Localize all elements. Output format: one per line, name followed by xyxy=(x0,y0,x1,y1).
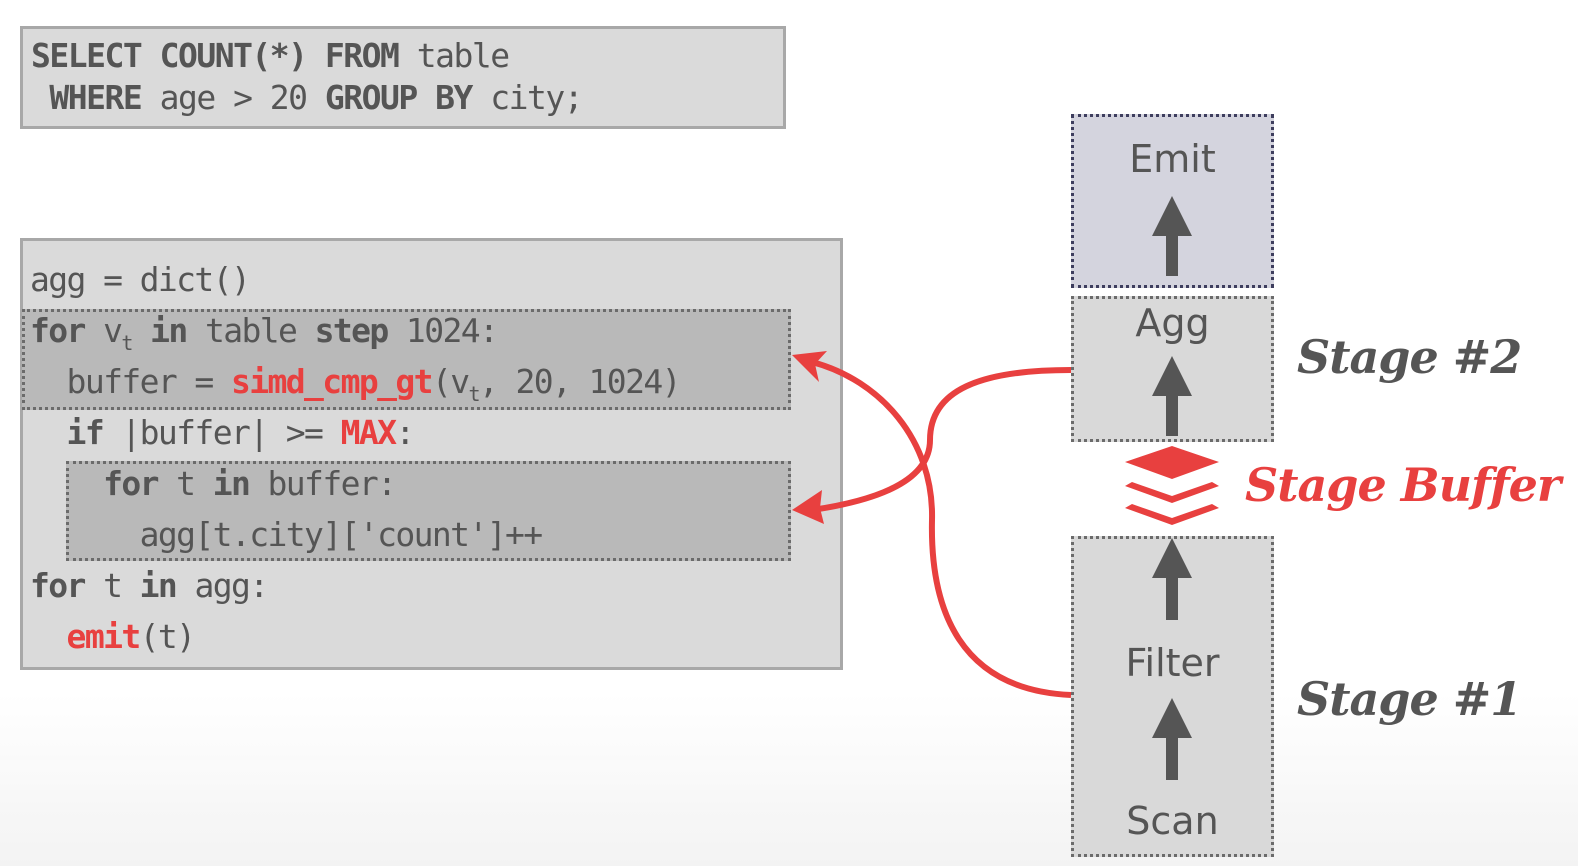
kw: in xyxy=(139,566,178,605)
op-label: Scan xyxy=(1126,799,1219,843)
kw: GROUP BY xyxy=(324,78,473,117)
arrowhead-icon xyxy=(792,351,827,382)
t: agg: xyxy=(176,566,269,605)
sql-query: SELECT COUNT(*) FROM table WHERE age > 2… xyxy=(20,26,786,129)
t: t xyxy=(84,566,140,605)
t: (v xyxy=(431,362,470,401)
up-arrow-icon xyxy=(1152,356,1192,436)
sub: t xyxy=(468,382,480,406)
stage-buffer-icon xyxy=(1125,446,1219,525)
arrowhead-icon xyxy=(792,490,824,524)
t: buffer: xyxy=(249,464,397,503)
code-line: if |buffer| >= MAX: xyxy=(30,413,416,453)
up-arrow-icon xyxy=(1152,538,1192,620)
op-label: Agg xyxy=(1135,301,1210,345)
up-arrow-icon xyxy=(1152,698,1192,780)
t: buffer = xyxy=(66,362,231,401)
sql-text: age > 20 xyxy=(159,78,308,117)
kw: in xyxy=(212,464,251,503)
agg-to-buffer-loop-curve xyxy=(811,367,1072,513)
code-line: buffer = simd_cmp_gt(vt, 20, 1024) xyxy=(30,362,682,414)
kw: step xyxy=(314,311,390,350)
t: agg[t.city]['count']++ xyxy=(139,515,543,554)
kw: COUNT(*) xyxy=(159,36,308,75)
kw: in xyxy=(150,311,188,350)
code-line: agg = dict() xyxy=(30,260,251,299)
filter-to-vector-loop-curve xyxy=(811,359,1072,698)
code-line: for vt in table step 1024: xyxy=(30,311,499,363)
code-line: for t in agg: xyxy=(30,566,269,606)
sql-text: table xyxy=(416,36,510,75)
up-arrow-icons xyxy=(1152,196,1192,780)
fn: emit xyxy=(66,617,142,656)
vector-loop-highlight xyxy=(22,309,791,410)
code-line: agg[t.city]['count']++ xyxy=(30,515,543,555)
kw: if xyxy=(66,413,105,452)
sub: t xyxy=(121,331,133,355)
kw: for xyxy=(30,566,86,605)
t: |buffer| >= xyxy=(103,413,341,452)
const: MAX xyxy=(340,413,397,452)
kw: for xyxy=(103,464,159,503)
buffer-loop-highlight xyxy=(66,461,791,561)
var: table xyxy=(204,311,298,350)
t: t xyxy=(157,464,213,503)
num: 1024: xyxy=(405,311,499,350)
up-arrow-icon xyxy=(1152,196,1192,276)
code-line: emit(t) xyxy=(30,617,196,657)
stage-2-label: Stage #2 xyxy=(1297,330,1522,384)
sql-text: city; xyxy=(490,78,583,117)
op-label: Filter xyxy=(1125,641,1220,685)
kw: FROM xyxy=(324,36,400,75)
stage-buffer-label: Stage Buffer xyxy=(1245,458,1561,512)
t: (t) xyxy=(139,617,196,656)
kw: WHERE xyxy=(49,78,142,117)
kw: SELECT xyxy=(31,36,143,75)
t: : xyxy=(395,413,415,452)
t: , 20, 1024) xyxy=(478,362,682,401)
op-label: Emit xyxy=(1129,137,1216,181)
kw: for xyxy=(30,311,86,350)
fn: simd_cmp_gt xyxy=(230,362,434,401)
var: v xyxy=(103,311,123,350)
stage-1-label: Stage #1 xyxy=(1297,672,1522,726)
code-line: for t in buffer: xyxy=(30,464,397,504)
red-curves xyxy=(811,359,1072,698)
